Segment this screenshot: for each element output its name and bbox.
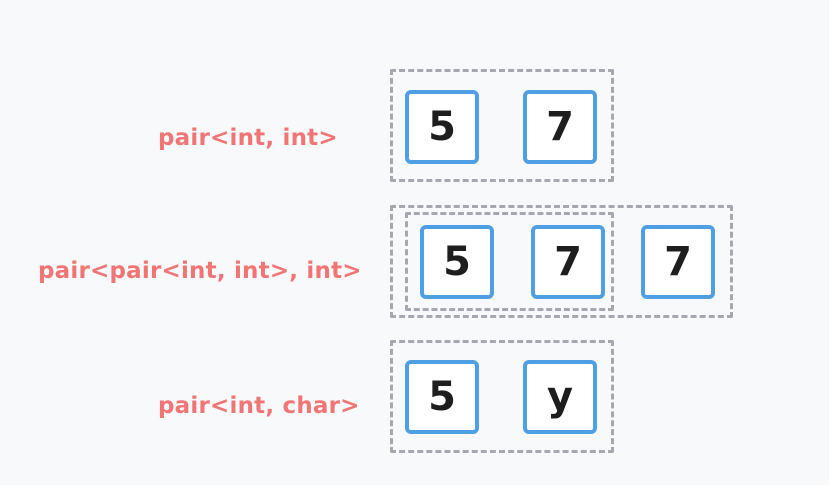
- type-label-pair-int-int: pair<int, int>: [158, 125, 338, 151]
- value-cell-first: 5: [405, 90, 479, 164]
- value-cell-second: 7: [523, 90, 597, 164]
- pair-group-int-char: [390, 340, 614, 453]
- type-label-pair-int-char: pair<int, char>: [158, 393, 360, 419]
- pair-group-int-int: [390, 69, 614, 182]
- int-value-cell: 5: [405, 360, 479, 434]
- outer-pair-group: [390, 205, 733, 318]
- char-value-cell: y: [523, 360, 597, 434]
- inner-pair-group: [405, 212, 614, 311]
- outer-value-cell-second: 7: [641, 225, 715, 299]
- type-label-nested-pair: pair<pair<int, int>, int>: [38, 258, 362, 284]
- inner-value-cell-second: 7: [531, 225, 605, 299]
- inner-value-cell-first: 5: [420, 225, 494, 299]
